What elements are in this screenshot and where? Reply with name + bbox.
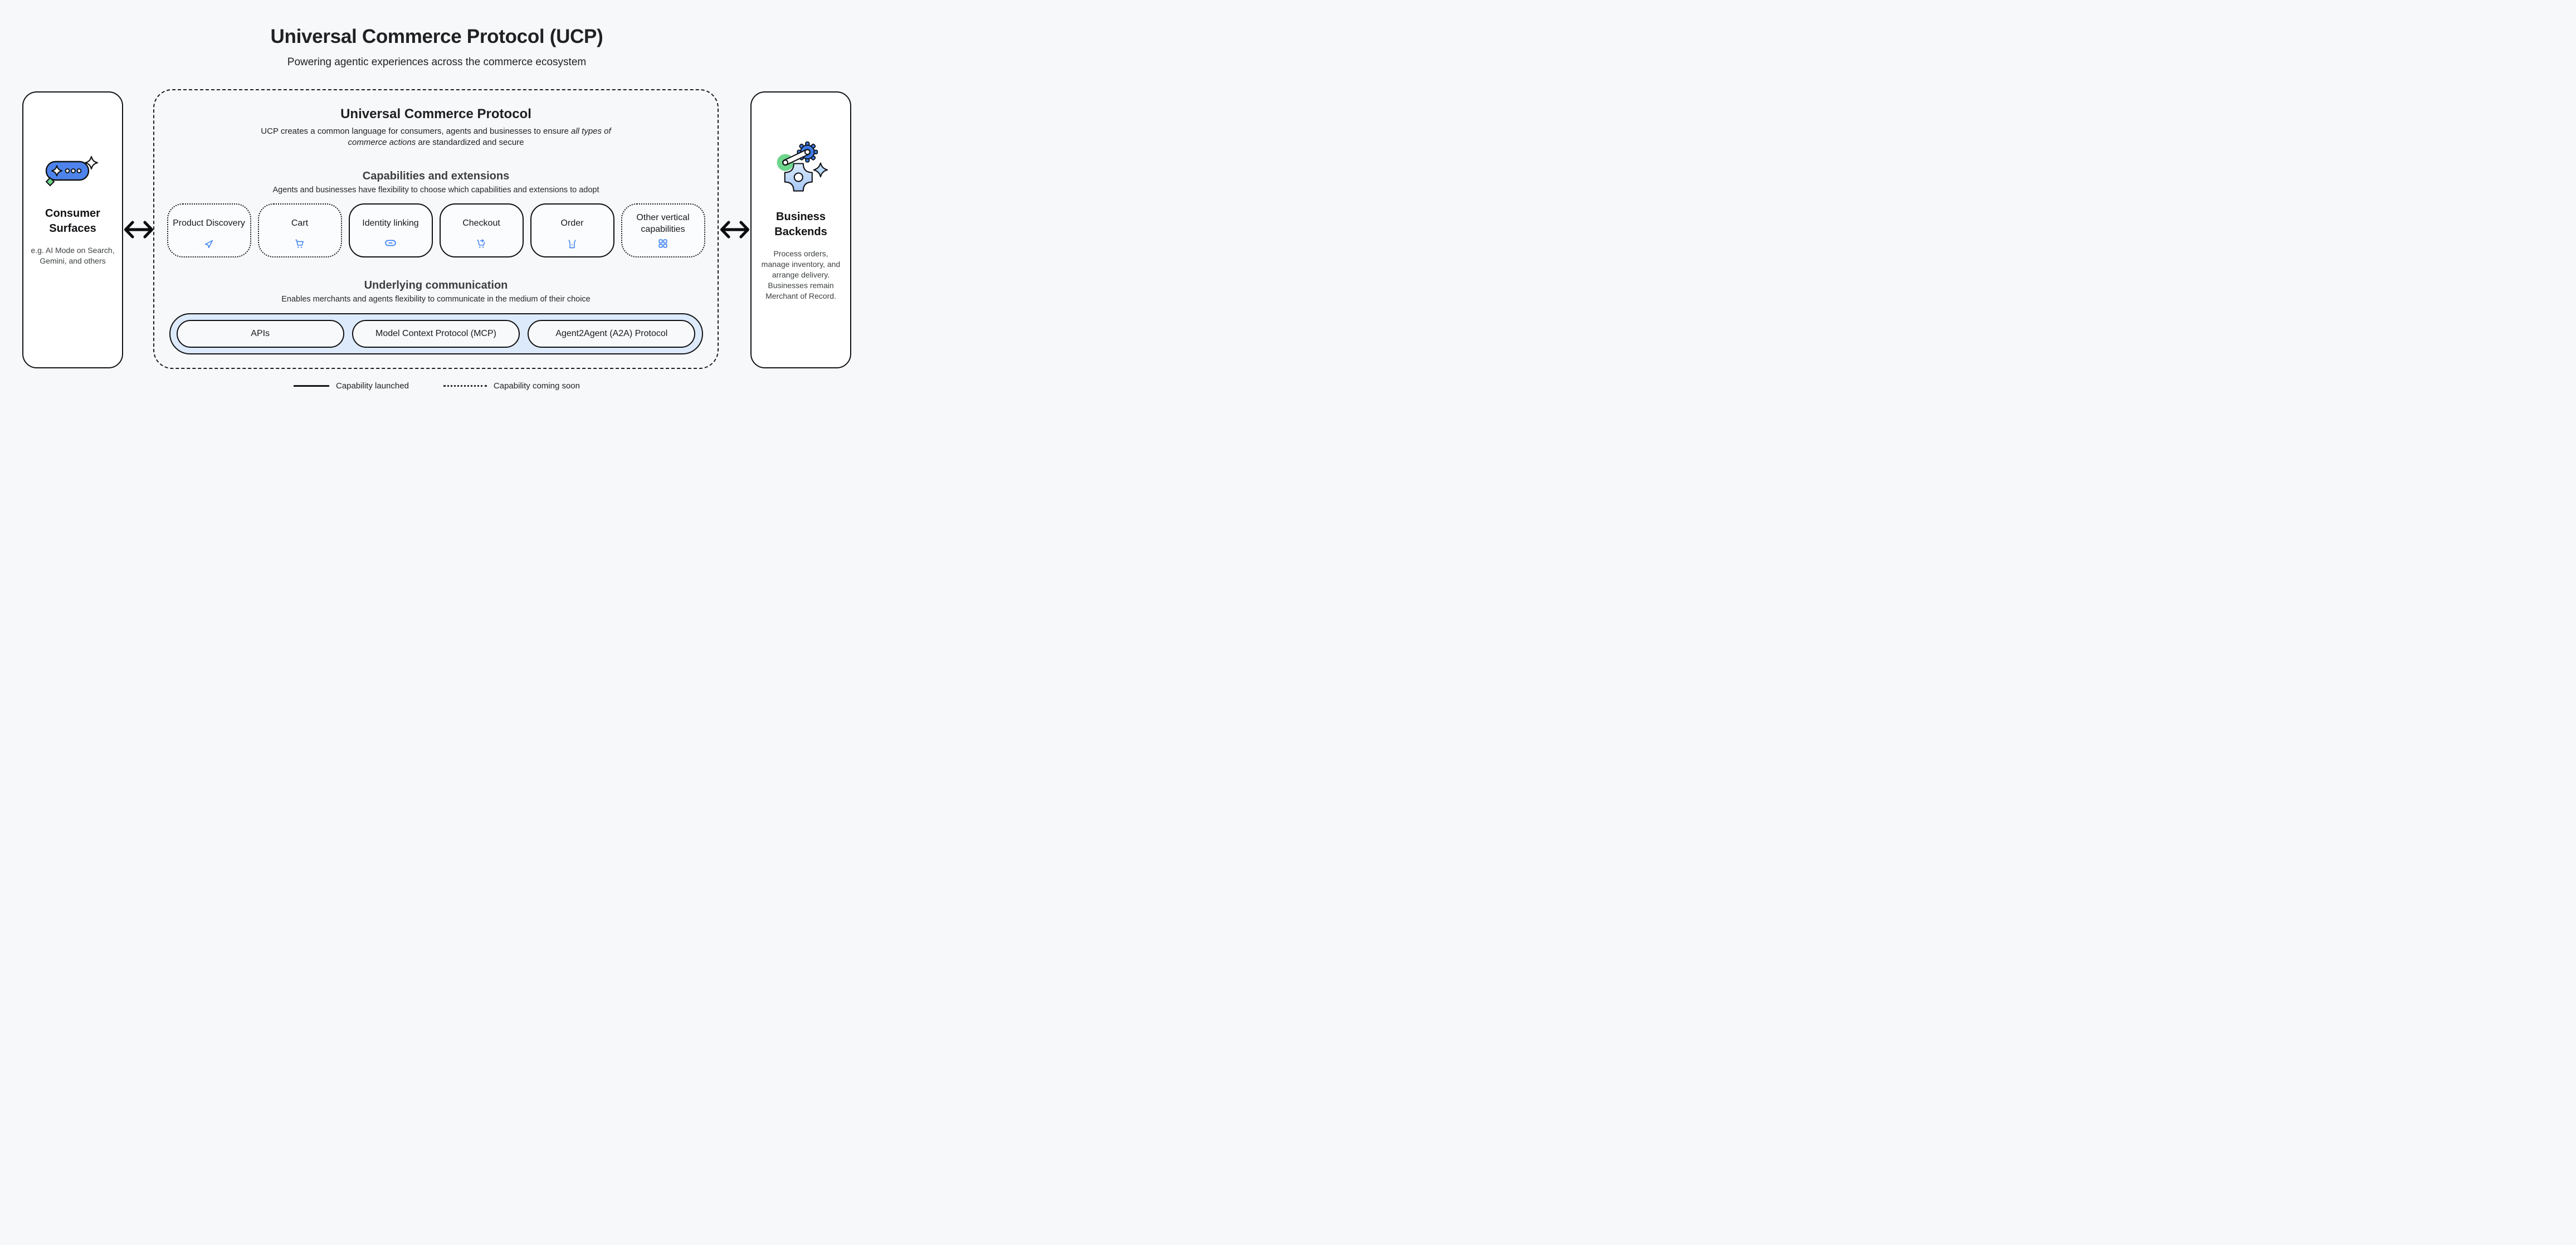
consumer-surfaces-title: Consumer Surfaces [45, 207, 100, 235]
pill-mcp: Model Context Protocol (MCP) [352, 319, 520, 348]
card-identity-linking: Identity linking [348, 203, 433, 257]
order-icon [567, 239, 577, 249]
communication-title: Underlying communication [364, 279, 508, 291]
communication-subtitle: Enables merchants and agents flexibility… [281, 294, 591, 304]
send-icon [204, 239, 214, 249]
pill-apis: APIs [176, 319, 344, 348]
card-other-vertical: Other vertical capabilities [621, 203, 705, 257]
gears-sparkle-icon [768, 140, 835, 196]
legend-launched-label: Capability launched [335, 381, 409, 391]
ucp-container: Universal Commerce Protocol UCP creates … [153, 89, 719, 369]
grid-icon [658, 239, 667, 249]
cart-icon [295, 239, 305, 249]
ucp-diagram: Universal Commerce Protocol (UCP) Poweri… [0, 0, 874, 422]
ucp-title: Universal Commerce Protocol [340, 106, 531, 121]
chat-sparkle-icon [42, 153, 104, 193]
card-cart: Cart [257, 203, 342, 257]
card-checkout: Checkout [439, 203, 524, 257]
link-icon [385, 239, 396, 249]
legend: Capability launched Capability coming so… [0, 381, 874, 391]
card-order: Order [530, 203, 614, 257]
legend-dotted-line [443, 385, 487, 387]
business-backends-description: Process orders, manage inventory, and ar… [761, 249, 841, 301]
capability-cards-row: Product Discovery Cart [167, 203, 705, 257]
consumer-surfaces-description: e.g. AI Mode on Search, Gemini, and othe… [31, 246, 115, 266]
capabilities-subtitle: Agents and businesses have flexibility t… [272, 185, 599, 194]
bidirectional-arrow-left [124, 221, 154, 239]
pill-a2a: Agent2Agent (A2A) Protocol [528, 319, 696, 348]
card-product-discovery: Product Discovery [167, 203, 251, 257]
legend-solid-line [293, 385, 329, 387]
ucp-description: UCP creates a common language for consum… [261, 127, 611, 147]
business-backends-title: Business Backends [774, 211, 827, 238]
page-subtitle: Powering agentic experiences across the … [287, 56, 587, 68]
bidirectional-arrow-right [720, 221, 750, 239]
cart-checkout-icon [476, 239, 486, 249]
consumer-surfaces-box: Consumer Surfaces e.g. AI Mode on Search… [22, 91, 123, 368]
page-title: Universal Commerce Protocol (UCP) [270, 26, 603, 47]
communication-band: APIs Model Context Protocol (MCP) Agent2… [169, 313, 703, 354]
legend-coming-soon-label: Capability coming soon [493, 381, 580, 391]
business-backends-box: Business Backends Process orders, manage… [750, 91, 851, 368]
capabilities-title: Capabilities and extensions [362, 169, 510, 182]
